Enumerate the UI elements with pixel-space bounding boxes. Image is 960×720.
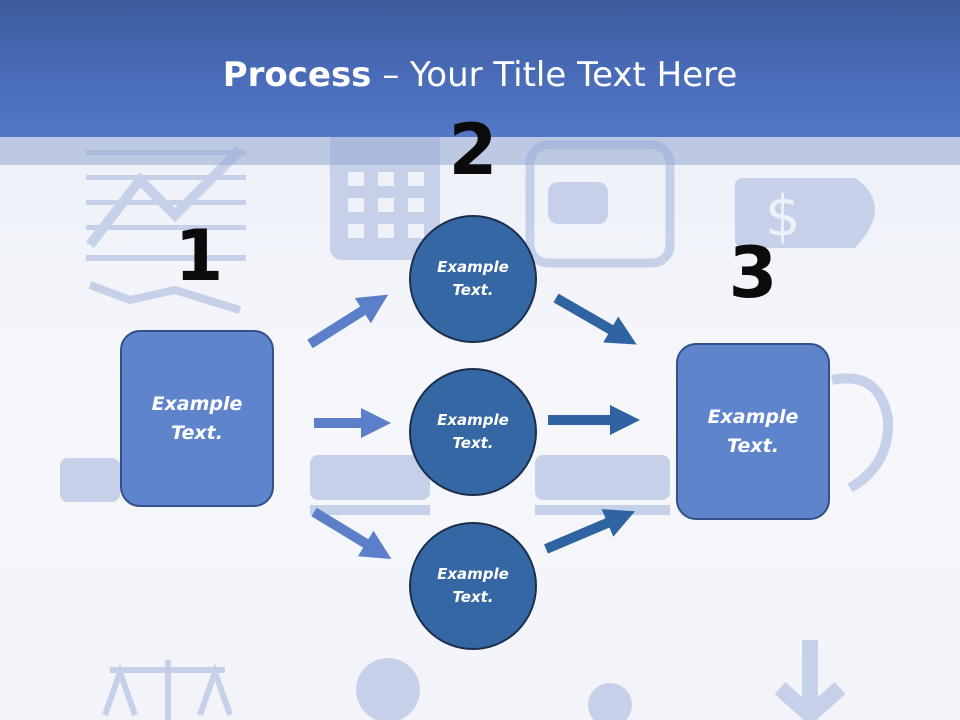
person-icon [356,658,420,720]
header-strip [0,137,960,165]
header-band [0,0,960,137]
step-number-2: 2 [448,109,498,191]
title-bold: Process [222,55,372,95]
step-number-3: 3 [728,232,778,314]
process-box-right-text: Example Text. [707,405,799,457]
process-circle-top-text: Example Text. [437,258,509,299]
process-circle-bottom-text: Example Text. [437,565,509,606]
step-number-1: 1 [174,215,224,297]
arrow-left-to-top [307,294,389,349]
process-box-left: Example Text. [120,330,274,507]
arrow-left-to-bottom [311,507,392,559]
svg-text:$: $ [765,184,801,249]
process-circle-top: Example Text. [409,215,537,343]
process-circle-middle: Example Text. [409,368,537,496]
arrow-top-to-right [553,293,637,345]
price-tag-icon: $ [735,178,875,249]
scale-icon [102,660,233,720]
slide-title: Process – Your Title Text Here [0,52,960,98]
bar-chart-icon [60,455,670,515]
process-box-right: Example Text. [676,343,830,520]
decor-circle-icon [588,683,632,720]
coil-icon [830,373,894,493]
process-circle-bottom: Example Text. [409,522,537,650]
down-arrow-icon [774,640,846,720]
title-rest: – Your Title Text Here [371,55,738,95]
process-box-left-text: Example Text. [151,392,243,444]
arrow-bottom-to-right [544,509,636,554]
process-circle-middle-text: Example Text. [437,411,509,452]
